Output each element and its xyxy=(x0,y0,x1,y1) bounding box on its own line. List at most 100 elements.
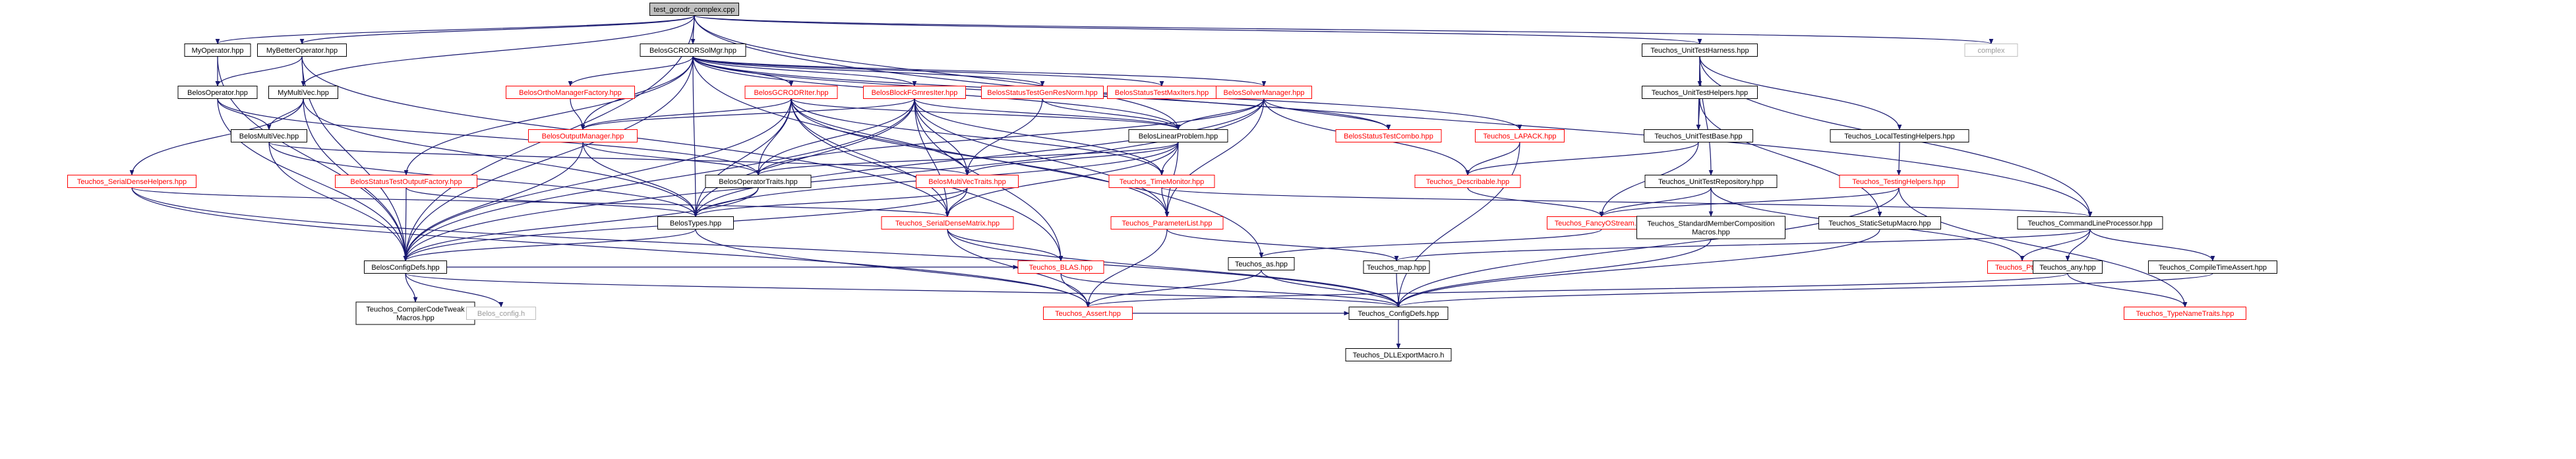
node-cmdline[interactable]: Teuchos_CommandLineProcessor.hpp xyxy=(2017,216,2163,229)
node-box xyxy=(744,86,838,99)
edge-root-to-harness xyxy=(694,15,1702,45)
node-localhelpers[interactable]: Teuchos_LocalTestingHelpers.hpp xyxy=(1830,129,1969,142)
node-box xyxy=(506,86,635,99)
node-box xyxy=(1110,216,1224,229)
edge-mvtraits-to-sdmatrix xyxy=(945,187,968,218)
node-optraits[interactable]: BelosOperatorTraits.hpp xyxy=(705,175,812,188)
edge-solmgr-to-outfac xyxy=(404,56,694,176)
edge-outfac-to-configdefs xyxy=(403,187,408,262)
node-configdefs[interactable]: BelosConfigDefs.hpp xyxy=(364,260,447,274)
node-label: Teuchos_UnitTestHarness.hpp xyxy=(1650,47,1749,55)
node-box xyxy=(184,44,251,57)
node-root[interactable]: test_gcrodr_complex.cpp xyxy=(649,3,739,16)
node-outfac[interactable]: BelosStatusTestOutputFactory.hpp xyxy=(335,175,477,188)
node-belosmv[interactable]: BelosMultiVec.hpp xyxy=(231,129,307,142)
node-label: Teuchos_TimeMonitor.hpp xyxy=(1120,178,1205,186)
node-harness[interactable]: Teuchos_UnitTestHarness.hpp xyxy=(1642,44,1758,57)
node-label: Teuchos_UnitTestHelpers.hpp xyxy=(1652,89,1748,97)
node-label: MyOperator.hpp xyxy=(192,47,244,55)
node-label: complex xyxy=(1978,47,2005,55)
node-belosop[interactable]: BelosOperator.hpp xyxy=(177,86,258,99)
node-paramlist[interactable]: Teuchos_ParameterList.hpp xyxy=(1110,216,1224,229)
node-assert[interactable]: Teuchos_Assert.hpp xyxy=(1043,307,1133,320)
edge-linprob-to-timemon xyxy=(1159,142,1179,176)
node-label: Teuchos_TestingHelpers.hpp xyxy=(1852,178,1945,186)
node-dllexport[interactable]: Teuchos_DLLExportMacro.h xyxy=(1345,348,1452,361)
node-label: BelosBlockFGmresIter.hpp xyxy=(872,89,958,97)
edge-as-to-assert xyxy=(1085,270,1262,308)
node-solmgr[interactable]: BelosGCRODRSolMgr.hpp xyxy=(640,44,746,57)
node-gcrodriter[interactable]: BelosGCRODRIter.hpp xyxy=(744,86,838,99)
node-unitrepo[interactable]: Teuchos_UnitTestRepository.hpp xyxy=(1644,175,1778,188)
node-label: BelosConfigDefs.hpp xyxy=(371,264,439,272)
edge-sdmatrix-to-tconfigdefs xyxy=(947,229,1401,308)
node-mvtraits[interactable]: BelosMultiVecTraits.hpp xyxy=(916,175,1019,188)
node-testhelpers[interactable]: Teuchos_TestingHelpers.hpp xyxy=(1839,175,1959,188)
node-any[interactable]: Teuchos_any.hpp xyxy=(2033,260,2103,274)
node-label: Teuchos_UnitTestBase.hpp xyxy=(1654,133,1742,140)
node-map[interactable]: Teuchos_map.hpp xyxy=(1363,260,1430,274)
node-describable[interactable]: Teuchos_Describable.hpp xyxy=(1414,175,1521,188)
node-blas[interactable]: Teuchos_BLAS.hpp xyxy=(1017,260,1104,274)
node-typename[interactable]: Teuchos_TypeNameTraits.hpp xyxy=(2124,307,2246,320)
node-label: BelosSolverManager.hpp xyxy=(1224,89,1305,97)
node-lapack[interactable]: Teuchos_LAPACK.hpp xyxy=(1475,129,1565,142)
edge-gcrodriter-to-outmgr xyxy=(580,98,792,131)
node-maxiters[interactable]: BelosStatusTestMaxIters.hpp xyxy=(1107,86,1216,99)
edge-root-to-complex xyxy=(694,15,1993,45)
node-stdmember[interactable]: Teuchos_StandardMemberCompositionMacros.… xyxy=(1636,216,1785,239)
node-genresnorm[interactable]: BelosStatusTestGenResNorm.hpp xyxy=(981,86,1104,99)
edge-root-to-mymv xyxy=(301,15,695,87)
node-box xyxy=(1017,260,1104,274)
edge-solvermgr-to-optraits xyxy=(756,98,1265,176)
edge-cmdline-to-map xyxy=(1394,228,2091,262)
node-label: Teuchos_CompilerCodeTweak xyxy=(366,306,465,314)
node-outmgr[interactable]: BelosOutputManager.hpp xyxy=(528,129,638,142)
node-orthofac[interactable]: BelosOrthoManagerFactory.hpp xyxy=(506,86,635,99)
node-linprob[interactable]: BelosLinearProblem.hpp xyxy=(1128,129,1228,142)
node-bfgmres[interactable]: BelosBlockFGmresIter.hpp xyxy=(863,86,966,99)
node-label: Teuchos_SerialDenseHelpers.hpp xyxy=(77,178,187,186)
edge-stdmember-to-tconfigdefs xyxy=(1396,238,1712,308)
node-unitbase[interactable]: Teuchos_UnitTestBase.hpp xyxy=(1644,129,1753,142)
node-fancy[interactable]: Teuchos_FancyOStream.hpp xyxy=(1547,216,1656,229)
node-box xyxy=(257,44,347,57)
edge-mybetter-to-belosop xyxy=(215,56,303,87)
edge-belosmv-to-belostypes xyxy=(268,142,698,218)
node-label: Teuchos_StaticSetupMacro.hpp xyxy=(1828,220,1931,228)
edge-belostypes-to-assert xyxy=(695,229,1091,308)
node-label: Teuchos_as.hpp xyxy=(1235,260,1288,268)
edge-solvermgr-to-combo xyxy=(1263,98,1391,131)
node-label: BelosStatusTestGenResNorm.hpp xyxy=(987,89,1098,97)
node-as[interactable]: Teuchos_as.hpp xyxy=(1228,257,1295,270)
node-box xyxy=(1636,216,1785,239)
node-tconfigdefs[interactable]: Teuchos_ConfigDefs.hpp xyxy=(1348,307,1449,320)
node-myop[interactable]: MyOperator.hpp xyxy=(184,44,251,57)
node-combo[interactable]: BelosStatusTestCombo.hpp xyxy=(1335,129,1442,142)
node-label: BelosStatusTestCombo.hpp xyxy=(1344,133,1433,140)
edge-sdhelpers-to-sdmatrix xyxy=(131,187,949,218)
node-staticsetup[interactable]: Teuchos_StaticSetupMacro.hpp xyxy=(1818,216,1941,229)
node-unithelpers[interactable]: Teuchos_UnitTestHelpers.hpp xyxy=(1642,86,1758,99)
node-label: BelosOutputManager.hpp xyxy=(542,133,624,140)
node-solvermgr[interactable]: BelosSolverManager.hpp xyxy=(1216,86,1312,99)
node-box xyxy=(1642,44,1758,57)
node-timemon[interactable]: Teuchos_TimeMonitor.hpp xyxy=(1108,175,1215,188)
edge-unitrepo-to-fancy xyxy=(1599,187,1712,218)
node-belosconfig[interactable]: Belos_config.h xyxy=(466,307,536,320)
edge-solmgr-to-solvermgr xyxy=(692,55,1267,87)
node-compiletime[interactable]: Teuchos_CompileTimeAssert.hpp xyxy=(2148,260,2277,274)
node-label: BelosGCRODRIter.hpp xyxy=(754,89,828,97)
node-box xyxy=(1475,129,1565,142)
node-belostypes[interactable]: BelosTypes.hpp xyxy=(657,216,734,229)
edge-as-to-tconfigdefs xyxy=(1261,270,1401,308)
node-mymv[interactable]: MyMultiVec.hpp xyxy=(268,86,338,99)
node-box xyxy=(863,86,966,99)
node-sdhelpers[interactable]: Teuchos_SerialDenseHelpers.hpp xyxy=(67,175,196,188)
edge-testhelpers-to-typename xyxy=(1898,187,2188,308)
node-mybetter[interactable]: MyBetterOperator.hpp xyxy=(257,44,347,57)
node-sdmatrix[interactable]: Teuchos_SerialDenseMatrix.hpp xyxy=(881,216,1014,229)
node-complex[interactable]: complex xyxy=(1964,44,2018,57)
